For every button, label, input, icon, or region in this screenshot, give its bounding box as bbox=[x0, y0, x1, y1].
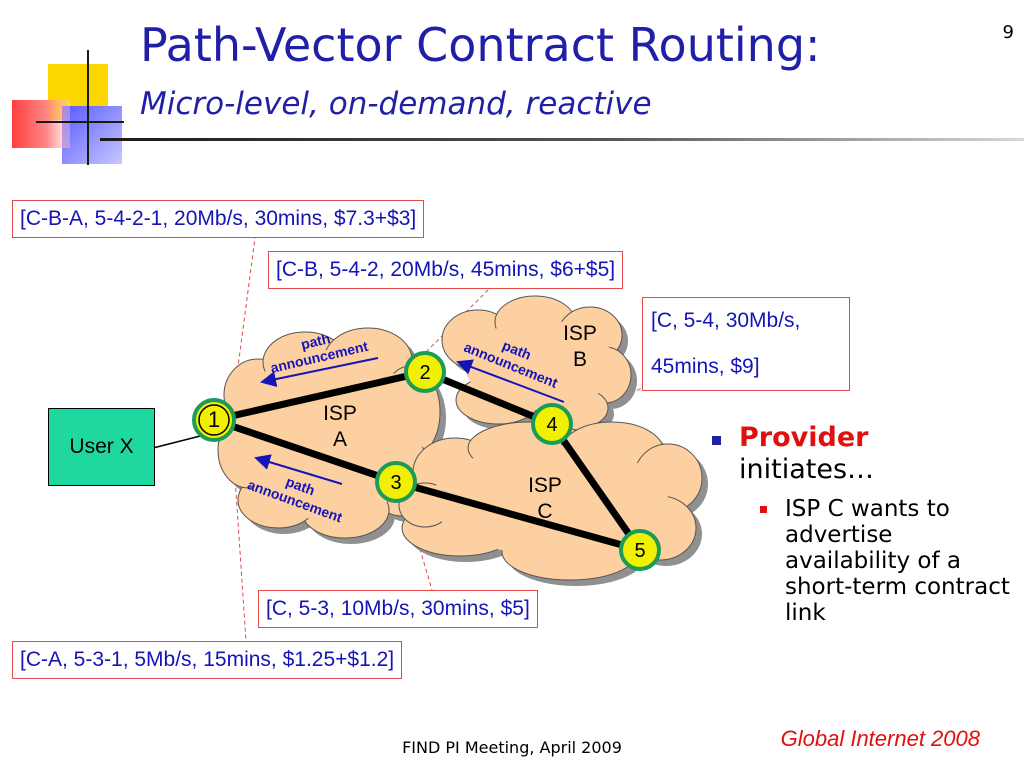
isp-c-cloud bbox=[398, 421, 708, 586]
isp-a-letter: A bbox=[333, 428, 347, 451]
node-5: 5 bbox=[619, 529, 661, 571]
contract-label-c: [C, 5-4, 30Mb/s, 45mins, $9] bbox=[642, 297, 850, 391]
node-4: 4 bbox=[531, 403, 573, 445]
user-x-box: User X bbox=[48, 408, 155, 486]
contract-label-c-line2: 45mins, $9] bbox=[651, 355, 760, 378]
link-2-4 bbox=[421, 368, 556, 428]
title-divider bbox=[100, 138, 1024, 141]
bullet-main: Provider initiates… bbox=[712, 422, 1017, 486]
decorative-squares bbox=[12, 50, 124, 165]
isp-b-name: ISP bbox=[563, 322, 597, 345]
slide-number: 9 bbox=[1002, 22, 1014, 43]
slide-title: Path-Vector Contract Routing: bbox=[140, 18, 821, 72]
isp-c-name: ISP bbox=[528, 474, 562, 497]
contract-label-cba: [C-B-A, 5-4-2-1, 20Mb/s, 30mins, $7.3+$3… bbox=[12, 200, 425, 239]
footer-meeting: FIND PI Meeting, April 2009 bbox=[402, 738, 622, 757]
isp-a-name: ISP bbox=[323, 402, 357, 425]
bullet-square-icon bbox=[712, 436, 721, 445]
node-1-label: 1 bbox=[208, 407, 220, 432]
node-3-label: 3 bbox=[390, 472, 401, 494]
node-1: 1 bbox=[192, 398, 236, 442]
link-1-2 bbox=[210, 368, 429, 424]
bullet-sub: ISP C wants to advertise availability of… bbox=[760, 496, 1017, 626]
announcement-arrow-a-top bbox=[260, 357, 379, 387]
contract-label-cb: [C-B, 5-4-2, 20Mb/s, 45mins, $6+$5] bbox=[268, 251, 624, 290]
bullet-main-highlight: Provider bbox=[739, 422, 869, 453]
announcement-a-top-line1: path bbox=[299, 330, 331, 352]
footer-conference: Global Internet 2008 bbox=[780, 726, 980, 751]
contract-label-c53: [C, 5-3, 10Mb/s, 30mins, $5] bbox=[258, 590, 538, 629]
contract-label-c-line1: [C, 5-4, 30Mb/s, bbox=[651, 309, 801, 332]
blue-square bbox=[62, 106, 122, 164]
slide-subtitle: Micro-level, on-demand, reactive bbox=[140, 86, 652, 122]
node-2: 2 bbox=[404, 351, 446, 393]
connector-cb bbox=[425, 285, 493, 353]
connector-c53 bbox=[409, 514, 433, 591]
isp-c-letter: C bbox=[537, 500, 552, 523]
isp-b-letter: B bbox=[573, 348, 587, 371]
contract-label-ca: [C-A, 5-3-1, 5Mb/s, 15mins, $1.25+$1.2] bbox=[12, 641, 403, 680]
node-4-label: 4 bbox=[546, 414, 557, 436]
bullet-main-rest: initiates… bbox=[739, 454, 875, 485]
red-square bbox=[12, 100, 70, 148]
link-3-5 bbox=[392, 478, 644, 554]
sub-bullet-square-icon bbox=[760, 506, 767, 513]
announcement-arrow-a-bottom bbox=[254, 454, 343, 485]
announcement-arrow-b bbox=[456, 359, 565, 403]
node-2-label: 2 bbox=[419, 362, 430, 384]
link-1-3 bbox=[210, 416, 400, 486]
node-3: 3 bbox=[375, 461, 417, 503]
link-4-5 bbox=[548, 420, 644, 554]
bullet-list: Provider initiates… ISP C wants to adver… bbox=[712, 422, 1017, 626]
node-5-label: 5 bbox=[634, 540, 645, 562]
bullet-sub-text: ISP C wants to advertise availability of… bbox=[785, 496, 1010, 626]
